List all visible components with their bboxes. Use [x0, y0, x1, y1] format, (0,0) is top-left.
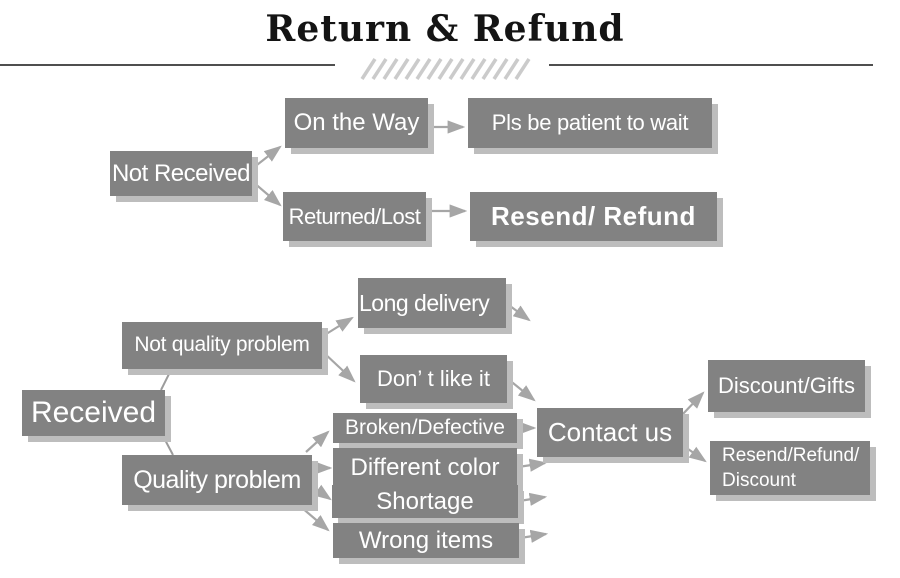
- node-wrong-items: Wrong items: [333, 523, 519, 558]
- node-different-color: Different color: [333, 448, 517, 487]
- node-on-the-way: On the Way: [285, 98, 428, 148]
- connector-notreceived-ontheway: [252, 145, 282, 169]
- node-contact-us: Contact us: [537, 408, 683, 457]
- node-quality-problem: Quality problem: [122, 455, 312, 505]
- connector-quality-broken: [305, 430, 330, 453]
- page-title: Return & Refund: [265, 8, 625, 50]
- connector-quality-wrongitems: [300, 506, 330, 532]
- node-resend-refund-discount: Resend/Refund/ Discount: [710, 441, 870, 495]
- node-discount-gifts: Discount/Gifts: [708, 360, 865, 412]
- node-broken-defective: Broken/Defective: [333, 413, 517, 443]
- connector-dontlike-contact: [507, 378, 536, 402]
- node-returned-lost: Returned/Lost: [283, 192, 426, 241]
- node-resend-refund-discount-line1: Resend/Refund/: [722, 445, 860, 466]
- hatch-decoration: [360, 58, 531, 80]
- node-long-delivery: Long delivery: [358, 278, 506, 328]
- node-not-received: Not Received: [110, 151, 252, 196]
- node-resend-refund-discount-line2: Discount: [722, 470, 796, 491]
- node-not-quality-problem: Not quality problem: [122, 322, 322, 369]
- connector-contact-resendrefunddiscount: [680, 443, 707, 463]
- connector-quality-shortage: [312, 484, 332, 501]
- connector-notreceived-returnedlost: [252, 181, 282, 207]
- connector-notquality-dontlike: [322, 351, 356, 383]
- header-rule-right: [549, 64, 873, 66]
- node-received: Received: [22, 390, 165, 436]
- node-dont-like-it: Don’ t like it: [360, 355, 507, 403]
- connector-shortage-out: [518, 492, 548, 506]
- header-rule-left: [0, 64, 335, 66]
- connector-wrongitems-out: [519, 529, 549, 543]
- node-resend-refund: Resend/ Refund: [470, 192, 717, 241]
- node-pls-be-patient: Pls be patient to wait: [468, 98, 712, 148]
- node-shortage: Shortage: [332, 485, 518, 518]
- connector-contact-discountgifts: [680, 391, 705, 417]
- connector-longdelivery-out: [505, 302, 531, 322]
- connector-differentcolor-out: [517, 458, 548, 472]
- connector-notquality-longdelivery: [322, 316, 354, 337]
- connector-received-quality: [162, 435, 174, 456]
- connector-received-notquality: [160, 369, 172, 391]
